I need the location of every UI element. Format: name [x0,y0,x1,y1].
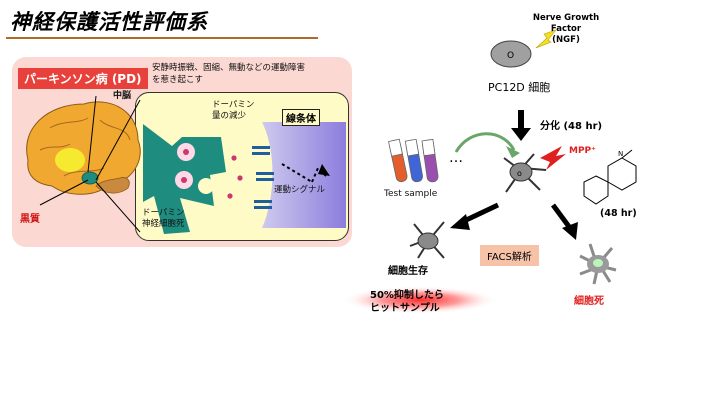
midbrain-label: 中脳 [113,91,132,101]
title-underline [6,37,318,39]
dopamine-decrease-line-2: 量の減少 [212,111,247,121]
striatum-label: 線条体 [282,109,320,126]
substantia-nigra-label: 黒質 [20,214,40,225]
cell-death-label: 細胞死 [574,296,604,307]
motor-signal-label: 運動シグナル [274,185,326,195]
test-tubes [388,138,439,183]
parkinson-description: 安静時振戦、固縮、無動などの運動障害 を惹き起こす [152,62,357,86]
differentiation-label: 分化 (48 hr) [540,121,603,132]
slide-title: 神経保護活性評価系 [10,10,208,34]
mpp-structure: N [583,149,637,205]
neuron-death-label: ドーパミン 神経細胞死 [142,208,185,230]
mpp-label: MPP⁺ [569,146,596,156]
test-sample-label: Test sample [384,189,438,199]
differentiated-neuron: o [503,146,566,193]
cell-survival-label: 細胞生存 [388,266,428,277]
ngf-line-2: (NGF) [552,35,580,45]
svg-text:O: O [507,51,514,61]
mpp-time-label: (48 hr) [600,208,637,219]
hit-line-1: 50%抑制したら [370,290,444,301]
neuron-death-line-1: ドーパミン [142,208,185,218]
ngf-line-1: Nerve Growth Factor [532,13,600,34]
description-line-2: を惹き起こす [152,75,203,85]
parkinson-label: パーキンソン病 (PD) [18,68,148,89]
surviving-neuron [409,221,445,259]
dopamine-decrease-line-1: ドーパミン [212,100,255,110]
ngf-label: Nerve Growth Factor (NGF) [520,13,612,46]
neuron-death-line-2: 神経細胞死 [142,219,185,229]
hit-burst [342,286,498,314]
dopamine-neuron-terminal [143,124,243,234]
svg-text:N: N [618,150,623,158]
brain-illustration [26,95,141,233]
cell-line-label: PC12D 細胞 [488,81,551,94]
ngf-cell: O [490,29,557,68]
dead-neuron [579,243,617,285]
facs-analysis-label: FACS解析 [480,245,539,266]
hit-sample-label: 50%抑制したら ヒットサンプル [370,289,444,315]
hit-line-2: ヒットサンプル [370,303,440,314]
description-line-1: 安静時振戦、固縮、無動などの運動障害 [152,63,306,73]
more-samples-ellipsis: … [449,150,463,166]
dopamine-decrease-label: ドーパミン 量の減少 [212,100,254,122]
arrows [450,110,578,240]
svg-text:o: o [517,169,522,178]
striatum-membrane [252,122,346,228]
